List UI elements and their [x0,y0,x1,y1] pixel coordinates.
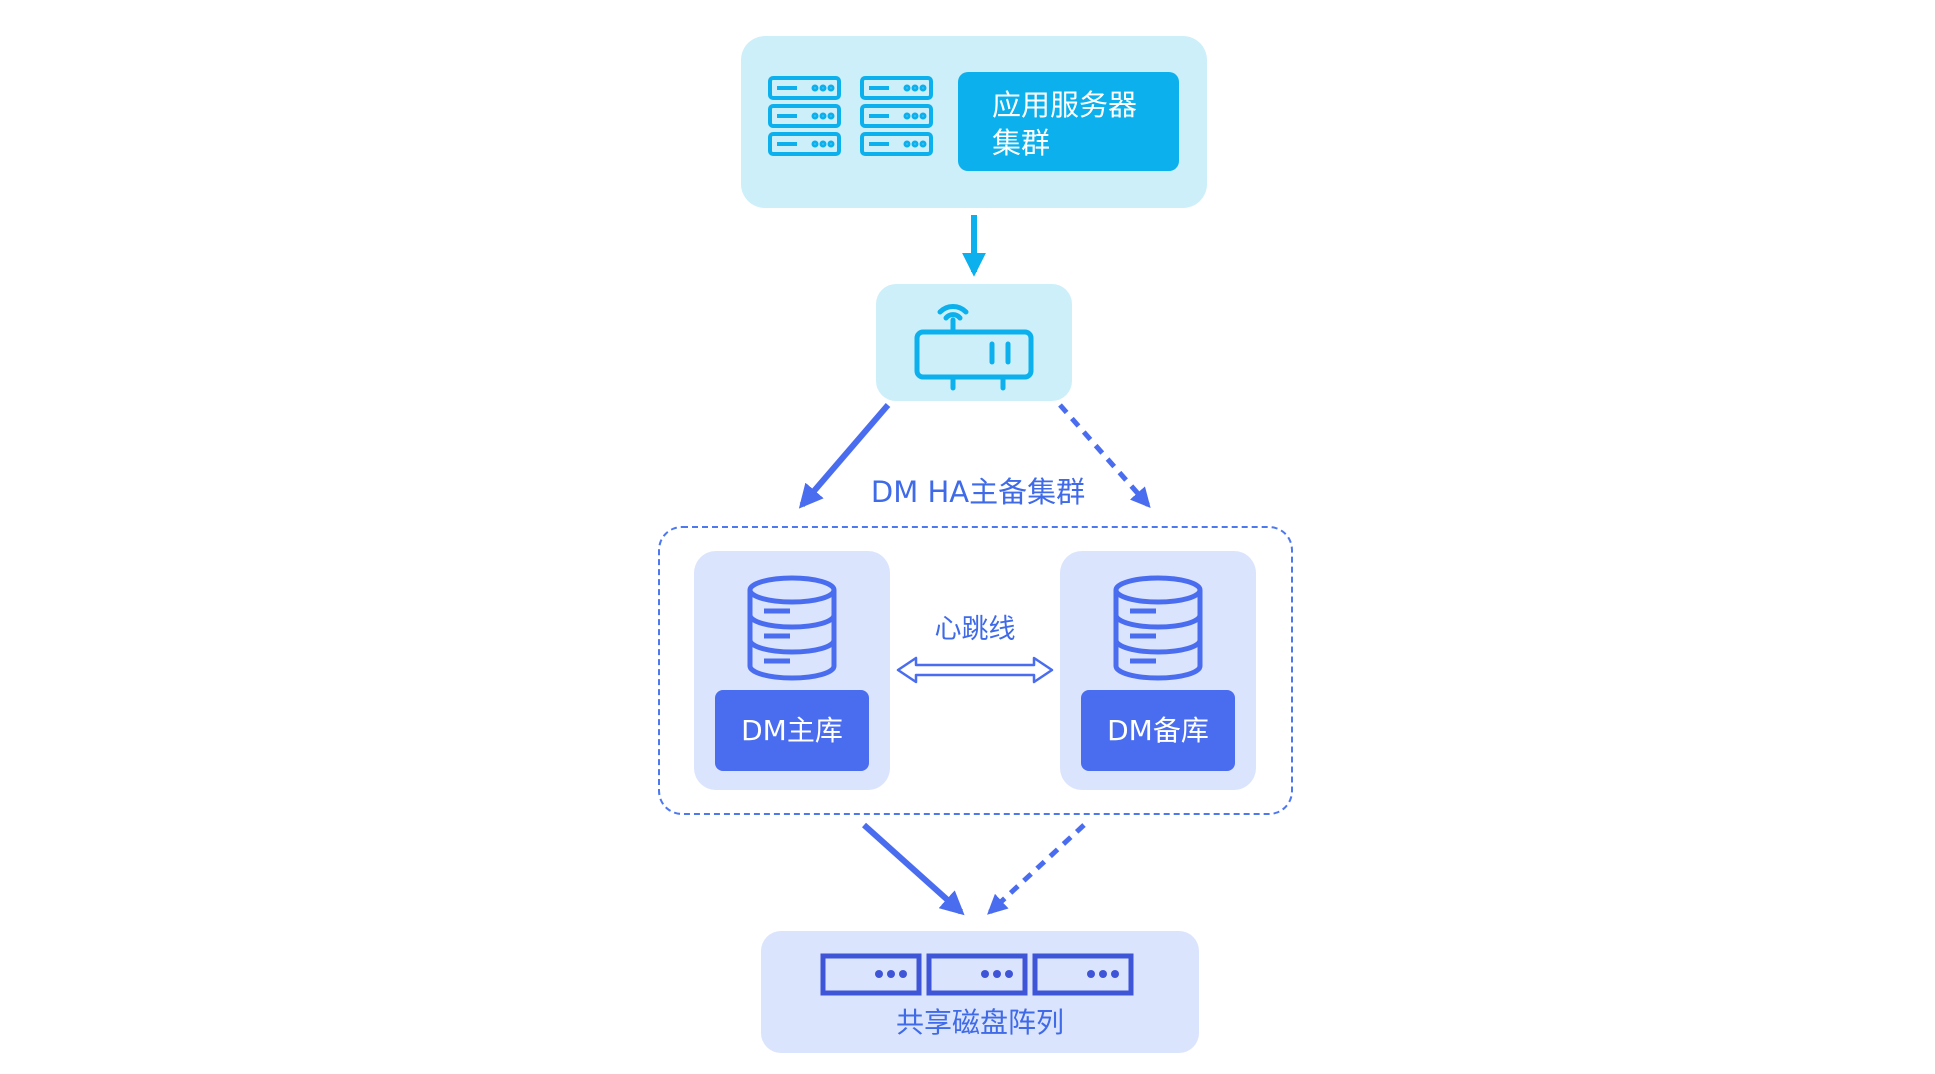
database-icon [747,575,837,681]
router-to-standby-arrow [1058,403,1151,509]
standby-to-disk-arrow [987,823,1086,915]
shared-disk-label: 共享磁盘阵列 [895,1006,1064,1039]
server-rack-icon [768,76,841,156]
ha-cluster-frame [658,526,1293,815]
ha-cluster-title: DM HA主备集群 [870,475,1086,509]
primary-to-disk-arrow [861,822,965,916]
disk-drive-icon [1032,953,1134,996]
disk-drive-icon [926,953,1028,996]
disk-drive-icon [820,953,922,996]
server-rack-icon [860,76,933,156]
database-icon [1113,575,1203,681]
heartbeat-label: 心跳线 [934,614,1016,645]
standby-db-label: DM备库 [1081,690,1235,771]
heartbeat-arrow [896,656,1054,684]
router-to-primary-arrow [798,403,891,509]
app-server-cluster-label: 应用服务器 集群 [958,72,1179,171]
router-icon [914,304,1034,391]
router-node [876,284,1072,401]
primary-db-label: DM主库 [715,690,869,771]
